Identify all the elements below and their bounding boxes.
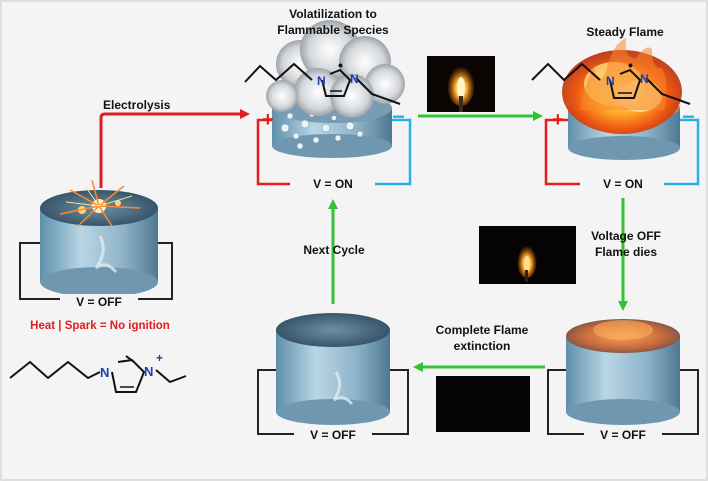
fire-icon bbox=[562, 38, 682, 134]
volatilization-voltage-label: V = ON bbox=[313, 177, 353, 191]
steady-flame-label: Steady Flame bbox=[586, 25, 664, 39]
n1-atom-2: N bbox=[606, 74, 615, 88]
negative-wire-1 bbox=[375, 118, 412, 186]
extinct-cell-top bbox=[276, 313, 390, 347]
candle-flame-photo bbox=[427, 56, 495, 112]
negative-wire-2 bbox=[664, 118, 700, 186]
voltage-off-label-line2: Flame dies bbox=[594, 245, 658, 259]
plus-terminal-1: + bbox=[262, 109, 274, 131]
extinct-flame-photo bbox=[436, 376, 530, 432]
imidazolium-cation-structure bbox=[9, 355, 187, 393]
voltage-off-label-line1: Voltage OFF bbox=[591, 229, 661, 243]
plus-terminal-2: + bbox=[552, 109, 564, 131]
extinct-cell: V = OFF bbox=[257, 313, 409, 443]
extinct-voltage-label: V = OFF bbox=[310, 428, 356, 442]
n2-atom-2: N bbox=[640, 72, 649, 86]
volatilization-label-line1: Volatilization to bbox=[289, 7, 377, 21]
radical-dot-2: • bbox=[628, 57, 633, 73]
steady-flame-cell: N N • + − V = ON bbox=[531, 38, 700, 192]
imidazolium-radical-structure bbox=[244, 62, 401, 105]
minus-terminal-1: − bbox=[392, 104, 405, 129]
cation-n2: N bbox=[144, 364, 153, 379]
cation-charge: + bbox=[156, 351, 163, 365]
start-cell: V = OFF bbox=[19, 179, 173, 310]
sparks-icon bbox=[59, 179, 141, 227]
n2-atom: N bbox=[350, 72, 359, 86]
n1-atom: N bbox=[317, 74, 326, 88]
dying-flame-cell: V = OFF bbox=[547, 319, 699, 443]
volatilization-label-line2: Flammable Species bbox=[277, 23, 389, 37]
volatilization-cell: N N • + − V = ON bbox=[244, 20, 412, 192]
next-cycle-label: Next Cycle bbox=[303, 243, 365, 257]
steady-voltage-label: V = ON bbox=[603, 177, 643, 191]
electrolysis-label: Electrolysis bbox=[103, 98, 171, 112]
heat-spark-label: Heat | Spark = No ignition bbox=[30, 320, 170, 332]
imidazolium-radical-structure-2 bbox=[531, 62, 691, 105]
radical-dot: • bbox=[338, 57, 343, 73]
smoke-cloud-icon bbox=[266, 20, 405, 118]
complete-extinction-label-line2: extinction bbox=[453, 339, 511, 353]
cation-n1: N bbox=[100, 365, 109, 380]
dying-voltage-label: V = OFF bbox=[600, 428, 646, 442]
positive-wire-1 bbox=[256, 118, 290, 186]
positive-wire-2 bbox=[544, 118, 580, 186]
start-voltage-label: V = OFF bbox=[76, 295, 122, 309]
electrolysis-arrow-icon bbox=[99, 109, 250, 188]
complete-extinction-label-line1: Complete Flame bbox=[435, 323, 529, 337]
minus-terminal-2: − bbox=[682, 104, 695, 129]
dying-flame-photo bbox=[479, 226, 576, 284]
